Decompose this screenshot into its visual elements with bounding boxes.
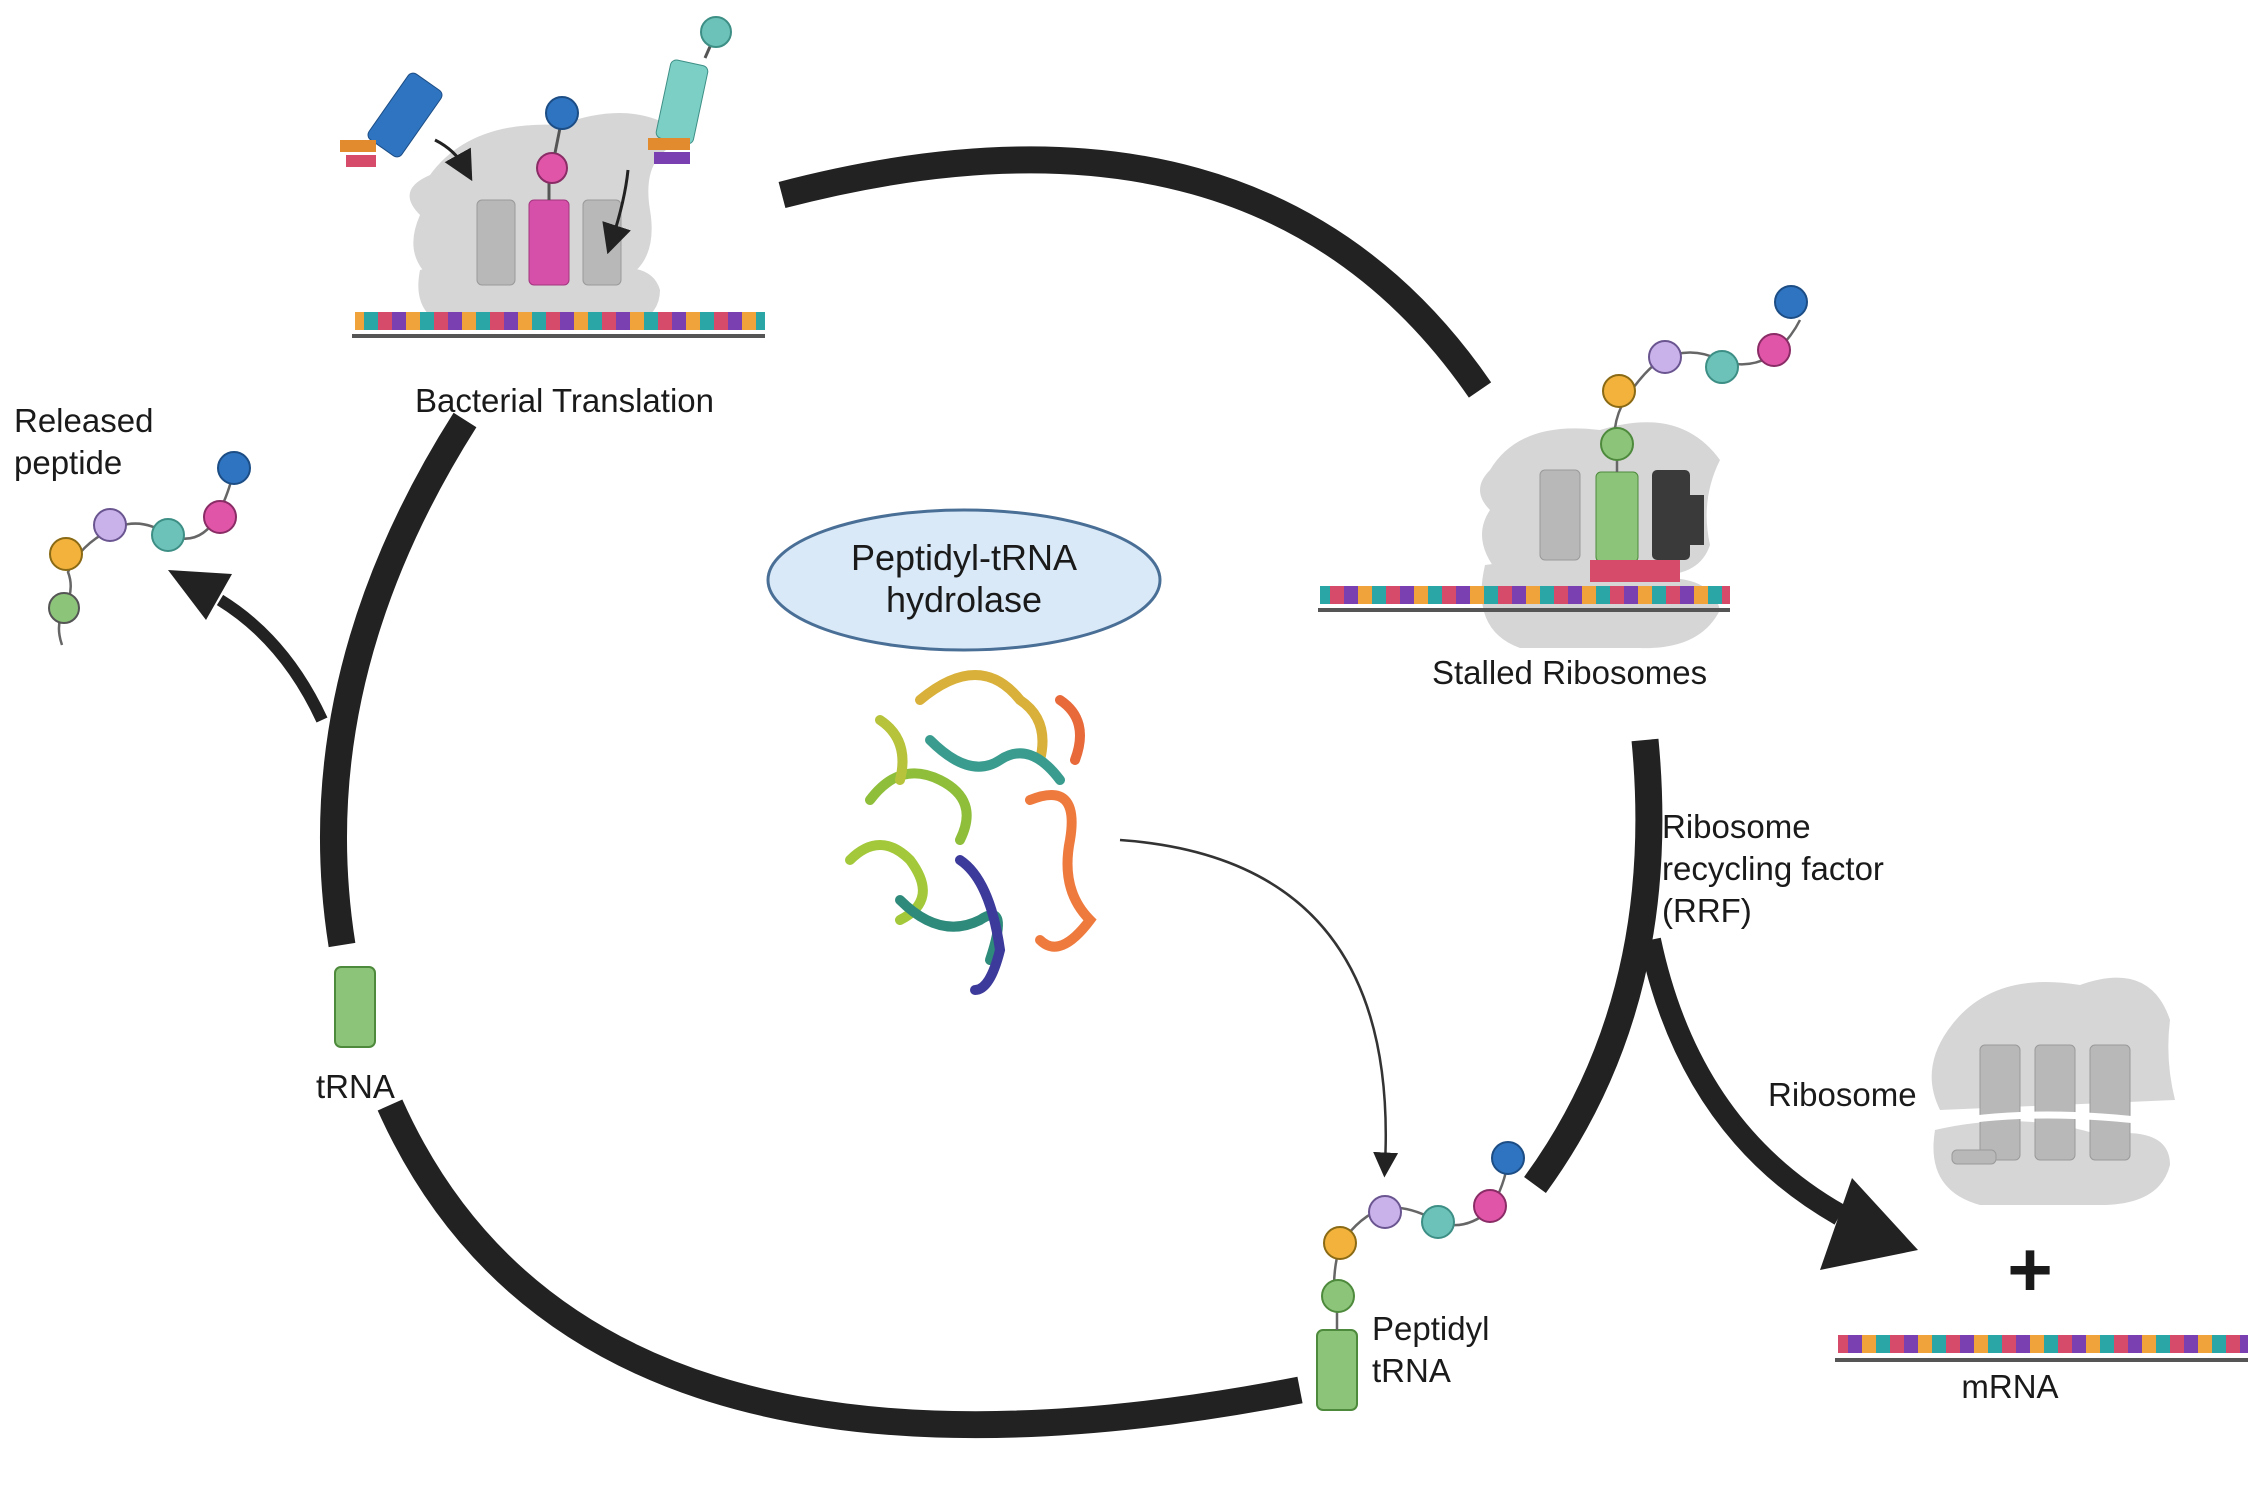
cycle-arc-left: [319, 412, 477, 948]
enzyme-ellipse: [766, 508, 1162, 652]
rrf-arrow: [1639, 937, 1918, 1270]
released-peptide-icon: [48, 451, 251, 646]
enzyme-label-line2: hydrolase: [886, 579, 1042, 620]
free-ribosome-icon: [1931, 977, 2176, 1205]
label-ribosome: Ribosome: [1768, 1076, 1917, 1113]
label-bacterial-translation: Bacterial Translation: [415, 382, 714, 419]
label-stalled-ribosomes: Stalled Ribosomes: [1432, 654, 1707, 691]
peptidyl-trna-icon: [1316, 1141, 1525, 1411]
release-arrow: [168, 570, 328, 723]
stalled-ribosome-icon: [1318, 285, 1808, 649]
translation-ribosome-icon: [340, 16, 765, 338]
cycle-arc-right: [1524, 738, 1663, 1193]
trna-icon: [334, 966, 376, 1048]
protein-structure-icon: [845, 670, 1097, 995]
label-peptidyl-line1: Peptidyl: [1372, 1310, 1489, 1347]
mrna-strand-icon: [1835, 1335, 2248, 1362]
label-rrf-line3: (RRF): [1662, 892, 1752, 929]
label-mrna: mRNA: [1961, 1368, 2058, 1405]
cycle-arc-top: [778, 146, 1492, 398]
plus-sign: +: [2007, 1225, 2053, 1313]
cycle-arc-bottom: [377, 1099, 1303, 1439]
label-trna: tRNA: [316, 1068, 395, 1105]
label-released-line1: Released: [14, 402, 153, 439]
label-peptidyl-line2: tRNA: [1372, 1352, 1451, 1389]
enzyme-label-line1: Peptidyl-tRNA: [851, 537, 1077, 578]
label-released-line2: peptide: [14, 444, 122, 481]
hydrolase-arrow: [1119, 838, 1399, 1178]
cycle-arcs: [319, 146, 1663, 1439]
label-rrf-line2: recycling factor: [1662, 850, 1884, 887]
label-rrf-line1: Ribosome: [1662, 808, 1811, 845]
